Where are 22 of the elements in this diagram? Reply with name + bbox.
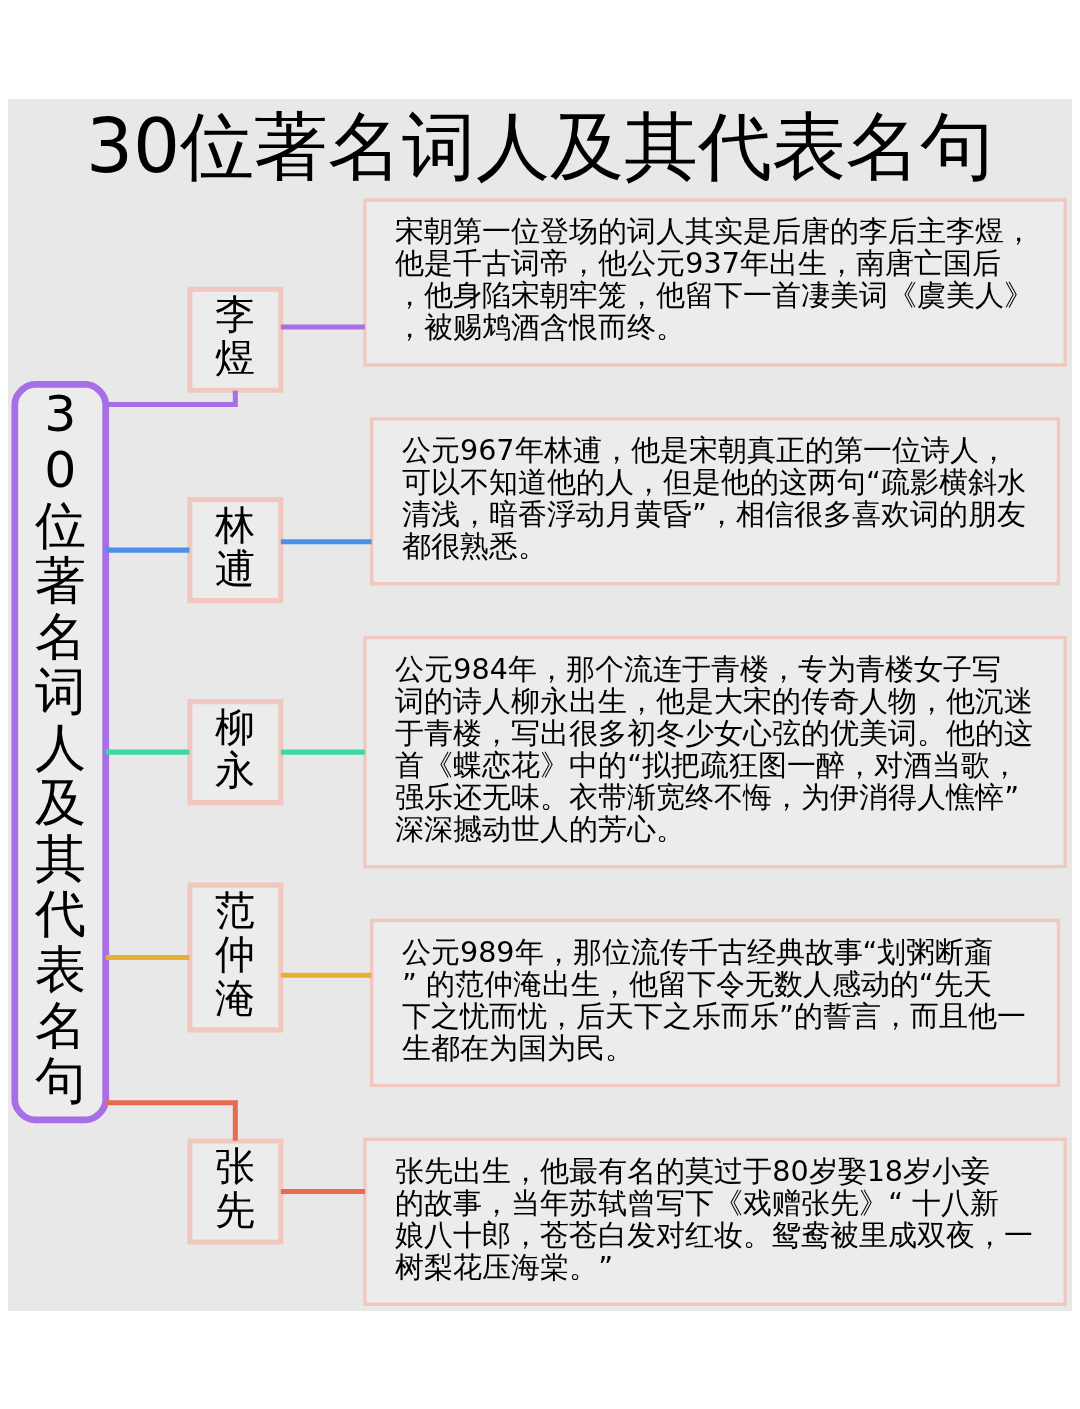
node-box: 柳永 — [187, 698, 284, 805]
connector — [105, 954, 190, 960]
connector — [280, 324, 365, 330]
node-box: 李煜 — [187, 286, 284, 393]
connector — [105, 1099, 238, 1141]
node-box: 公元984年，那个流连于青楼，专为青楼女子写词的诗人柳永出生，他是大宋的传奇人物，他沉迷于青楼，写出很多初冬少女心弦的优美词。他的这首《蝶恋花》中的“拟把疏狂图一醉，对酒当歌，强乐还无味。衣带渐宽终不悔，为伊消得人憔悴”深深撼动世人的芳心。 — [363, 635, 1067, 868]
node-box: 宋朝第一位登场的词人其实是后唐的李后主李煜，他是千古词帝，他公元937年出生，南唐亡国后，他身陷宋朝牢笼，他留下一首凄美词《虞美人》，被赐鸩酒含恨而终。 — [363, 197, 1067, 367]
node-box: 30位著名词人及其代表名句 — [11, 380, 110, 1123]
node-box: 范仲淹 — [187, 882, 284, 1032]
connector — [280, 972, 372, 978]
diagram-title: 30位著名词人及其代表名句 — [85, 102, 995, 189]
connector — [280, 538, 372, 544]
node-box: 公元967年林逋，他是宋朝真正的第一位诗人，可以不知道他的人，但是他的这两句“疏影横斜水清浅，暗香浮动月黄昏”，相信很多喜欢词的朋友都很熟悉。 — [370, 416, 1061, 585]
node-box: 张先 — [187, 1137, 284, 1244]
connector — [280, 749, 365, 755]
node-box: 张先出生，他最有名的莫过于80岁娶18岁小妾的故事，当年苏轼曾写下《戏赠张先》“ 十八新娘八十郎，苍苍白发对红妆。鸳鸯被里成双夜，一树梨花压海棠。” — [363, 1137, 1067, 1306]
connector — [105, 547, 190, 553]
connector — [280, 1188, 365, 1194]
connector — [105, 390, 238, 407]
node-box: 公元989年，那位流传千古经典故事“划粥断齑” 的范仲淹出生，他留下令无数人感动的“先天下之忧而忧，后天下之乐而乐”的誓言，而且他一生都在为国为民。 — [370, 918, 1061, 1087]
node-box: 林逋 — [187, 496, 284, 603]
connector — [105, 749, 190, 755]
